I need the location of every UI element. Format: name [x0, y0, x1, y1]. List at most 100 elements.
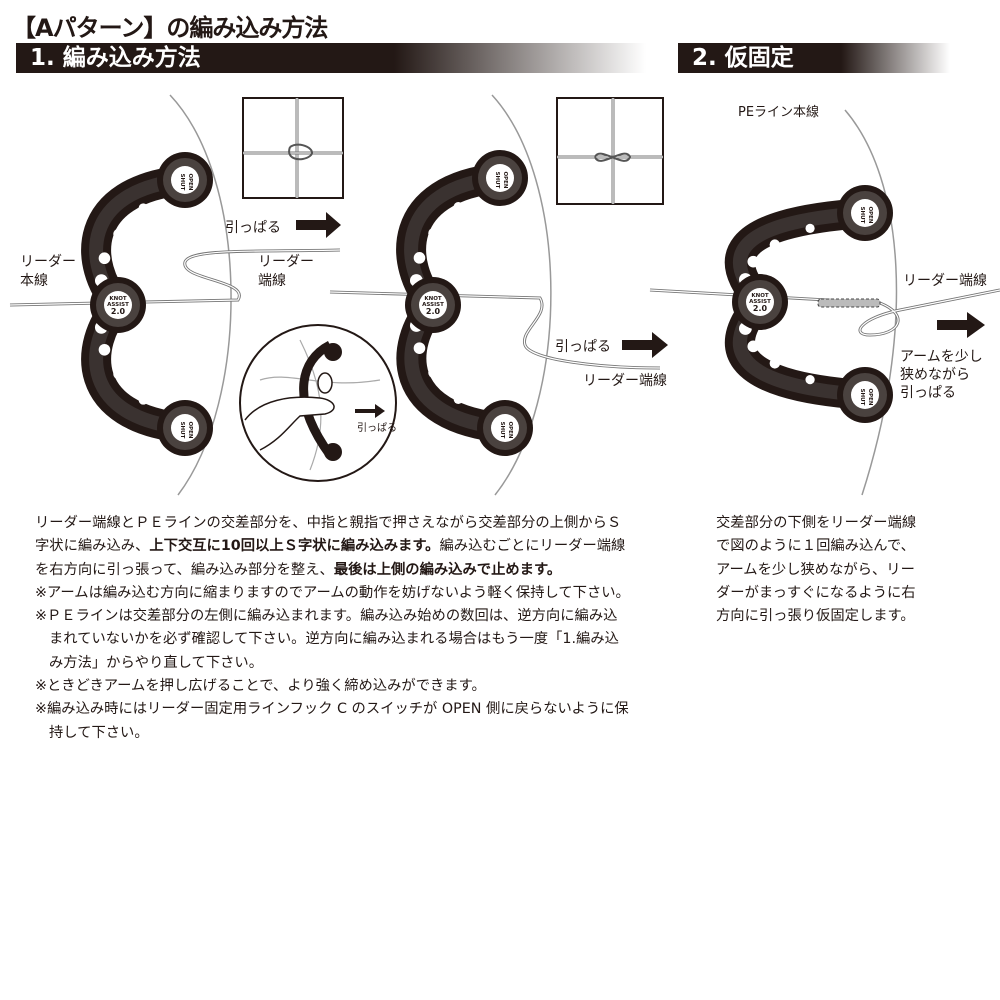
device-label: 2.0 — [426, 307, 441, 316]
section-header-weaving: 1. 編み込み方法 — [16, 43, 646, 73]
device-hole — [413, 252, 426, 264]
leader-line-3-inner — [649, 289, 1000, 336]
device-disc-center — [419, 291, 447, 319]
device-disc-center — [851, 199, 879, 227]
text-line: 方向に引っ張り仮固定します。 — [716, 608, 915, 625]
section-header-temporary-fix: 2. 仮固定 — [678, 43, 950, 73]
label-pull: 引っぱる — [555, 339, 611, 355]
device-label: OPEN — [187, 421, 193, 438]
device-hole — [413, 342, 426, 354]
hand-icon — [244, 396, 335, 451]
label-pull: 引っぱる — [225, 220, 281, 236]
device-hole — [747, 340, 760, 353]
inset-crossing-2 — [556, 97, 664, 205]
device-hole — [805, 374, 815, 385]
emphasis: 最後は上側の編み込みで止めます。 — [333, 561, 562, 578]
device-hole — [98, 252, 111, 265]
text-line: で図のように１回編み込んで、 — [716, 538, 915, 555]
text-line: リーダー端線とＰＥラインの交差部分を、中指と親指で押さえながら交差部分の上側から… — [35, 515, 622, 531]
device-disc-center — [851, 381, 879, 409]
page-title: 【Aパターン】の編み込み方法 — [12, 14, 328, 42]
note: ※ときどきアームを押し広げることで、より強く締め込みができます。 — [35, 678, 486, 695]
pe-line-1 — [169, 94, 232, 496]
device-label: KNOT — [109, 296, 127, 302]
label-arm-pull: アームを少し — [900, 349, 983, 365]
arrow-right-icon — [622, 332, 668, 358]
text-line: 交差部分の下側をリーダー端線 — [716, 515, 917, 531]
label-leader-end: リーダー端線 — [583, 373, 667, 389]
device-label: 2.0 — [111, 307, 126, 316]
device-label: OPEN — [867, 388, 873, 405]
device-label: KNOT — [751, 293, 769, 299]
braided-section — [817, 298, 881, 308]
label-leader-main: 本線 — [20, 273, 48, 289]
device-disc-center — [104, 291, 132, 319]
device-disc-center — [491, 414, 519, 442]
arrow-right-icon — [937, 312, 985, 338]
device-disc-center — [486, 164, 514, 192]
label-leader-end: 端線 — [258, 273, 286, 289]
device-hole — [769, 358, 781, 369]
device-hole — [769, 239, 781, 250]
device-hole — [428, 367, 439, 378]
illustration: OPENSHUTOPENSHUTKNOTASSIST2.0OPENSHUTOPE… — [9, 94, 1000, 496]
instructions-temporary-fix: 交差部分の下側をリーダー端線 で図のように１回編み込んで、 アームを少し狭めなが… — [716, 512, 916, 628]
device-label: OPEN — [507, 421, 513, 438]
leader-line-2-inner — [329, 291, 661, 369]
device-hole — [805, 223, 815, 234]
device-disc-center — [746, 288, 774, 316]
instructions-weaving: リーダー端線とＰＥラインの交差部分を、中指と親指で押さえながら交差部分の上側から… — [35, 512, 630, 745]
device-hole — [428, 228, 439, 239]
device-hole — [453, 202, 463, 212]
arrow-right-icon — [355, 404, 385, 418]
label-arm-pull: 引っぱる — [900, 385, 956, 401]
device-label: 2.0 — [753, 304, 768, 313]
arrow-right-icon — [296, 212, 341, 238]
device-hole — [113, 228, 124, 240]
note: ※ＰＥラインは交差部分の左側に編み込まれます。編み込み始めの数回は、逆方向に編み… — [35, 608, 618, 625]
device-label: SHUT — [494, 172, 500, 189]
text-line: を右方向に引っ張って、編み込み部分を整え、最後は上側の編み込みで止めます。 — [35, 561, 562, 578]
device-label: ASSIST — [107, 302, 129, 308]
text-line: アームを少し狭めながら、リー — [716, 561, 915, 578]
device-label: ASSIST — [422, 302, 444, 308]
device-hole — [747, 255, 760, 268]
device-label: SHUT — [179, 174, 185, 191]
label-leader-main: リーダー — [20, 254, 76, 270]
inset-hand — [239, 324, 397, 482]
note: まれていないかを必ず確認して下さい。逆方向に編み込まれる場合はもう一度「1.編み… — [49, 631, 619, 648]
pe-line-3 — [844, 109, 898, 496]
device-label: SHUT — [499, 422, 505, 439]
device-hole — [98, 343, 111, 356]
device-hole — [453, 394, 463, 404]
device-label: OPEN — [867, 206, 873, 223]
label-leader-end: リーダー端線 — [903, 273, 987, 289]
note: ※アームは編み込む方向に縮まりますのでアームの動作を妨げないよう軽く保持して下さ… — [35, 584, 630, 601]
device-label: SHUT — [179, 422, 185, 439]
label-leader-end: リーダー — [258, 254, 314, 270]
emphasis: 上下交互に10回以上Ｓ字状に編み込みます。 — [149, 538, 440, 555]
note: 持して下さい。 — [49, 724, 149, 741]
inset-crossing-1 — [242, 97, 344, 199]
note: ※編み込み時にはリーダー固定用ラインフック C のスイッチが OPEN 側に戻ら… — [35, 701, 629, 718]
device-label: SHUT — [859, 389, 865, 406]
label-pe-main: PEライン本線 — [738, 105, 820, 120]
label-arm-pull: 狭めながら — [900, 367, 970, 383]
device-disc-center — [171, 414, 199, 442]
device-label: ASSIST — [749, 299, 771, 305]
text-line: ダーがまっすぐになるように右 — [716, 584, 916, 601]
text-line: 字状に編み込み、上下交互に10回以上Ｓ字状に編み込みます。編み込むごとにリーダー… — [35, 538, 626, 555]
device-label: OPEN — [187, 173, 193, 190]
device-disc-center — [171, 166, 199, 194]
device-label: OPEN — [502, 171, 508, 188]
device-hole — [113, 368, 124, 380]
device-label: KNOT — [424, 296, 442, 302]
device-hole — [138, 395, 148, 405]
leader-line-1-inner — [9, 249, 341, 306]
device-hole — [138, 203, 148, 213]
label-pull-inset: 引っぱる — [357, 423, 397, 434]
device-label: SHUT — [859, 207, 865, 224]
